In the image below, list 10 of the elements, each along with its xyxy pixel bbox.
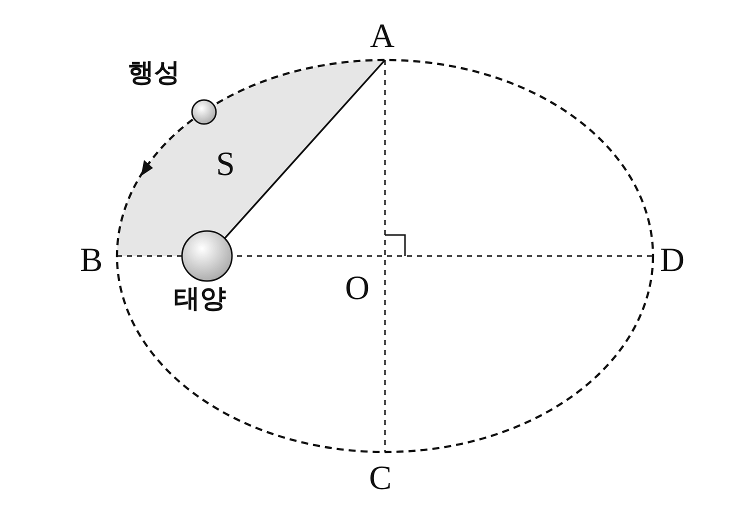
point-label: A — [370, 20, 395, 54]
point-label: O — [345, 272, 370, 306]
point-label: B — [80, 244, 103, 278]
sun-circle — [181, 230, 233, 282]
planet-circle — [191, 99, 217, 125]
point-label: C — [369, 462, 392, 496]
planet-label: 행성 — [128, 60, 180, 86]
point-label: D — [660, 244, 685, 278]
area-label: S — [216, 148, 235, 182]
sun-label: 태양 — [174, 286, 226, 312]
